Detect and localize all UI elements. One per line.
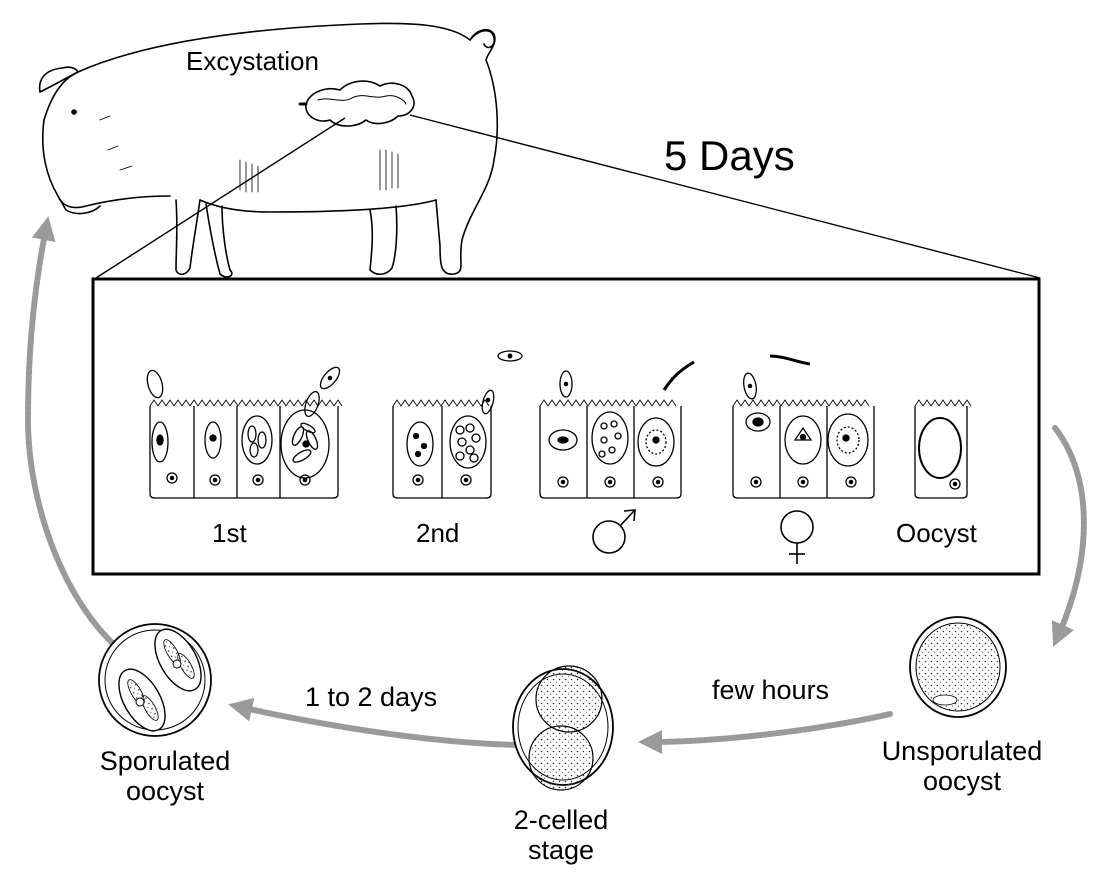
female-symbol bbox=[781, 511, 813, 564]
oocyst-label: Oocyst bbox=[896, 519, 977, 548]
first-generation-label: 1st bbox=[212, 519, 247, 548]
second-generation-label: 2nd bbox=[416, 519, 459, 548]
male-gametocyte-cells bbox=[540, 362, 694, 498]
second-generation-cells bbox=[393, 351, 522, 498]
male-symbol bbox=[593, 510, 635, 553]
excystation-label: Excystation bbox=[186, 47, 319, 76]
few-hours-label: few hours bbox=[712, 676, 829, 706]
first-generation-cells bbox=[145, 364, 343, 498]
unsporulated-oocyst-illustration bbox=[910, 617, 1006, 717]
projection-lines bbox=[96, 115, 1040, 278]
two-celled-oocyst-illustration bbox=[513, 666, 613, 790]
sporulated-oocyst-label: Sporulated oocyst bbox=[70, 747, 260, 806]
oocyst-in-cell bbox=[915, 400, 971, 498]
two-celled-stage-label: 2-celled stage bbox=[486, 806, 636, 865]
arrow-to-unsporulated bbox=[1055, 428, 1084, 636]
duration-label: 5 Days bbox=[664, 133, 795, 179]
sporulated-oocyst-illustration bbox=[99, 622, 211, 739]
unsporulated-oocyst-label: Unsporulated oocyst bbox=[852, 737, 1072, 796]
arrow-to-pig bbox=[28, 228, 120, 650]
one-to-two-days-label: 1 to 2 days bbox=[305, 683, 437, 713]
female-gametocyte-cells bbox=[733, 356, 874, 498]
arrow-one-to-two-days bbox=[240, 707, 530, 745]
